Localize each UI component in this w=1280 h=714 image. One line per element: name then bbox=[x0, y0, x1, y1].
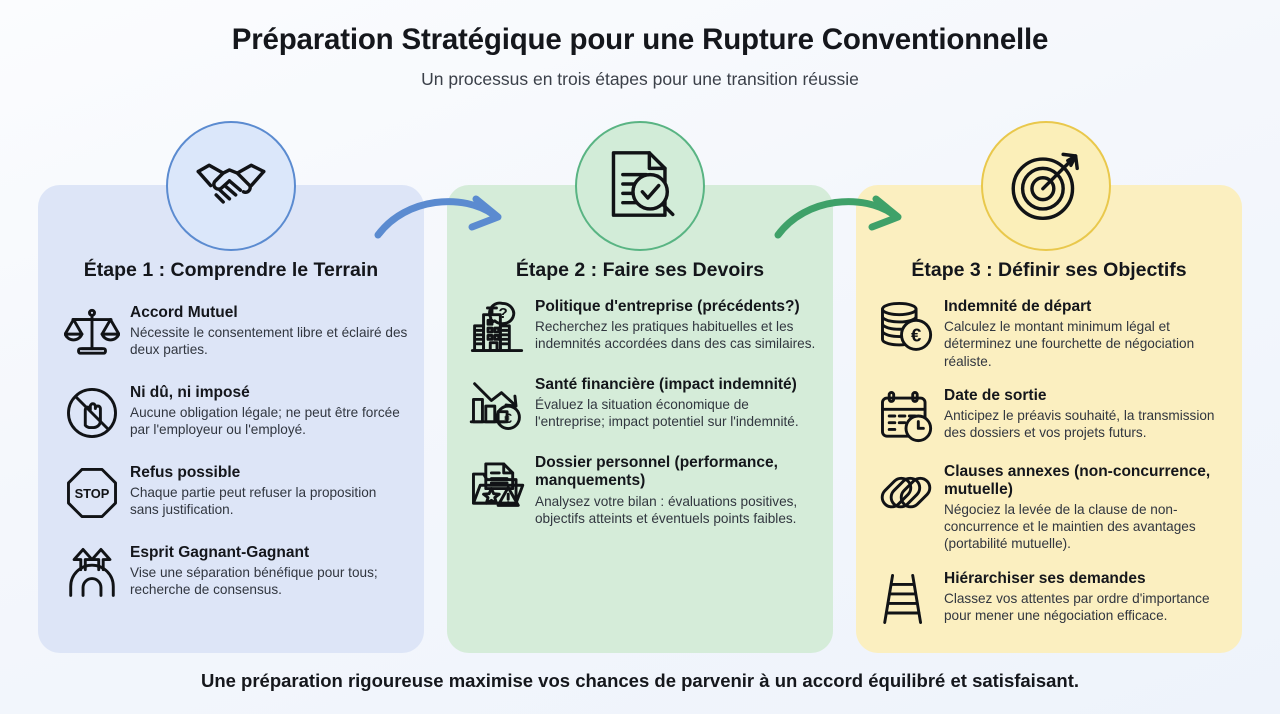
list-item: Accord Mutuel Nécessite le consentement … bbox=[62, 303, 408, 363]
list-item-desc: Chaque partie peut refuser la propositio… bbox=[130, 485, 377, 518]
list-item-title: Esprit Gagnant-Gagnant bbox=[130, 544, 310, 561]
list-item-text: Dossier personnel (performance, manqueme… bbox=[527, 453, 819, 527]
steps-container: Étape 1 : Comprendre le Terrain bbox=[38, 185, 1242, 653]
list-item: Esprit Gagnant-Gagnant Vise une séparati… bbox=[62, 543, 408, 603]
list-item-text: Politique d'entreprise (précédents?) Rec… bbox=[527, 297, 819, 353]
list-item: ? Politique d'entreprise (précédents?) R… bbox=[467, 297, 819, 357]
list-item-text: Accord Mutuel Nécessite le consentement … bbox=[122, 303, 408, 359]
list-item-desc: Recherchez les pratiques habituelles et … bbox=[535, 319, 816, 352]
step-panel-2: Étape 2 : Faire ses Devoirs bbox=[447, 185, 833, 653]
list-item-text: Refus possible Chaque partie peut refuse… bbox=[122, 463, 408, 519]
list-item-text: Ni dû, ni imposé Aucune obligation légal… bbox=[122, 383, 408, 439]
target-arrow-icon bbox=[1007, 145, 1085, 228]
balance-scale-icon bbox=[62, 303, 122, 363]
list-item: Date de sortie Anticipez le préavis souh… bbox=[876, 386, 1228, 446]
step-1-badge bbox=[166, 121, 296, 251]
step-3-items: € Indemnité de départ Calculez le montan… bbox=[876, 297, 1228, 645]
list-item-desc: Classez vos attentes par ordre d'importa… bbox=[944, 590, 1210, 623]
header: Préparation Stratégique pour une Rupture… bbox=[0, 22, 1280, 91]
list-item-title: Politique d'entreprise (précédents?) bbox=[535, 298, 800, 315]
list-item-text: Esprit Gagnant-Gagnant Vise une séparati… bbox=[122, 543, 408, 599]
step-3-badge bbox=[981, 121, 1111, 251]
list-item-title: Dossier personnel (performance, manqueme… bbox=[535, 454, 778, 490]
step-1-title: Étape 1 : Comprendre le Terrain bbox=[83, 259, 379, 281]
step-2-badge bbox=[575, 121, 705, 251]
stop-sign-icon: STOP bbox=[62, 463, 122, 523]
svg-text:STOP: STOP bbox=[75, 486, 110, 501]
list-item-desc: Calculez le montant minimum légal et dét… bbox=[944, 319, 1195, 369]
step-1-items: Accord Mutuel Nécessite le consentement … bbox=[62, 303, 408, 623]
list-item-title: Santé financière (impact indemnité) bbox=[535, 376, 797, 393]
curved-arrow-right-icon bbox=[372, 195, 512, 249]
no-hand-icon bbox=[62, 383, 122, 443]
folder-star-warning-icon bbox=[467, 453, 527, 513]
list-item-desc: Aucune obligation légale; ne peut être f… bbox=[130, 405, 400, 438]
svg-text:€: € bbox=[911, 325, 921, 346]
list-item-text: Clauses annexes (non-concurrence, mutuel… bbox=[936, 462, 1228, 553]
list-item-title: Refus possible bbox=[130, 464, 241, 481]
list-item: € Indemnité de départ Calculez le montan… bbox=[876, 297, 1228, 370]
page-subtitle: Un processus en trois étapes pour une tr… bbox=[421, 68, 859, 89]
page-title: Préparation Stratégique pour une Rupture… bbox=[231, 23, 1049, 56]
coins-euro-icon: € bbox=[876, 297, 936, 357]
connector-arrow-1 bbox=[372, 183, 512, 250]
step-panel-1: Étape 1 : Comprendre le Terrain bbox=[38, 185, 424, 653]
step-panel-3: Étape 3 : Définir ses Objectifs bbox=[856, 185, 1242, 653]
list-item: Ni dû, ni imposé Aucune obligation légal… bbox=[62, 383, 408, 443]
list-item-desc: Nécessite le consentement libre et éclai… bbox=[130, 325, 408, 358]
list-item: STOP Refus possible Chaque partie peut r… bbox=[62, 463, 408, 523]
list-item-desc: Analysez votre bilan : évaluations posit… bbox=[535, 493, 798, 526]
list-item-title: Date de sortie bbox=[944, 386, 1047, 404]
list-item: Clauses annexes (non-concurrence, mutuel… bbox=[876, 462, 1228, 553]
declining-bar-chart-euro-icon: € bbox=[467, 375, 527, 435]
list-item-desc: Évaluez la situation économique de l'ent… bbox=[535, 397, 799, 430]
list-item: € Santé financière (impact indemnité) Év… bbox=[467, 375, 819, 435]
list-item-text: Date de sortie Anticipez le préavis souh… bbox=[936, 386, 1228, 442]
list-item-title: Accord Mutuel bbox=[130, 304, 238, 321]
document-magnifier-check-icon bbox=[601, 145, 679, 228]
list-item-title: Indemnité de départ bbox=[944, 298, 1092, 315]
calendar-clock-icon bbox=[876, 386, 936, 446]
step-2-title: Étape 2 : Faire ses Devoirs bbox=[515, 259, 765, 281]
connector-arrow-2 bbox=[772, 183, 912, 250]
step-2-items: ? Politique d'entreprise (précédents?) R… bbox=[467, 297, 819, 545]
svg-text:?: ? bbox=[499, 305, 508, 322]
list-item-desc: Anticipez le préavis souhaité, la transm… bbox=[944, 407, 1215, 441]
list-item: Hiérarchiser ses demandes Classez vos at… bbox=[876, 569, 1228, 629]
list-item-title: Clauses annexes (non-concurrence, mutuel… bbox=[944, 462, 1211, 498]
ladder-icon bbox=[876, 569, 936, 629]
two-arrows-bridge-icon bbox=[62, 543, 122, 603]
footer-text: Une préparation rigoureuse maximise vos … bbox=[200, 670, 1080, 691]
list-item-title: Hiérarchiser ses demandes bbox=[944, 569, 1146, 587]
step-3-title: Étape 3 : Définir ses Objectifs bbox=[911, 259, 1187, 281]
list-item-text: Hiérarchiser ses demandes Classez vos at… bbox=[936, 569, 1228, 625]
list-item-desc: Vise une séparation bénéfique pour tous;… bbox=[130, 565, 378, 598]
list-item-text: Indemnité de départ Calculez le montant … bbox=[936, 297, 1228, 370]
office-building-question-icon: ? bbox=[467, 297, 527, 357]
chain-link-icon bbox=[876, 462, 936, 522]
handshake-icon bbox=[192, 145, 270, 228]
list-item-title: Ni dû, ni imposé bbox=[130, 384, 250, 401]
svg-text:€: € bbox=[504, 410, 512, 426]
list-item-text: Santé financière (impact indemnité) Éval… bbox=[527, 375, 819, 431]
list-item: Dossier personnel (performance, manqueme… bbox=[467, 453, 819, 527]
list-item-desc: Négociez la levée de la clause de non-co… bbox=[944, 502, 1196, 552]
curved-arrow-right-icon bbox=[772, 195, 912, 249]
